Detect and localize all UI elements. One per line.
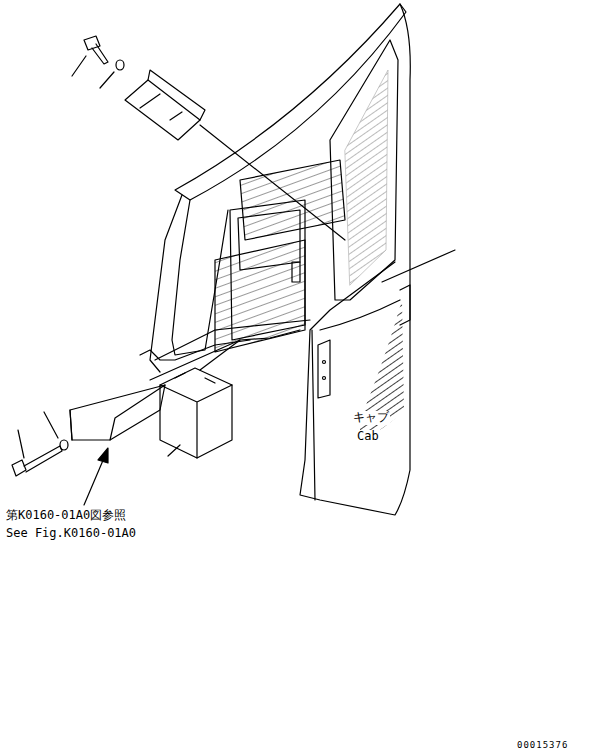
part-name: キャブ <box>352 411 390 425</box>
drawing-number: 00015376 <box>516 740 569 750</box>
part-name: Cab <box>356 430 380 444</box>
reference-note: 第K0160-01A0図参照 <box>5 509 127 523</box>
reference-note: See Fig.K0160-01A0 <box>5 527 137 541</box>
